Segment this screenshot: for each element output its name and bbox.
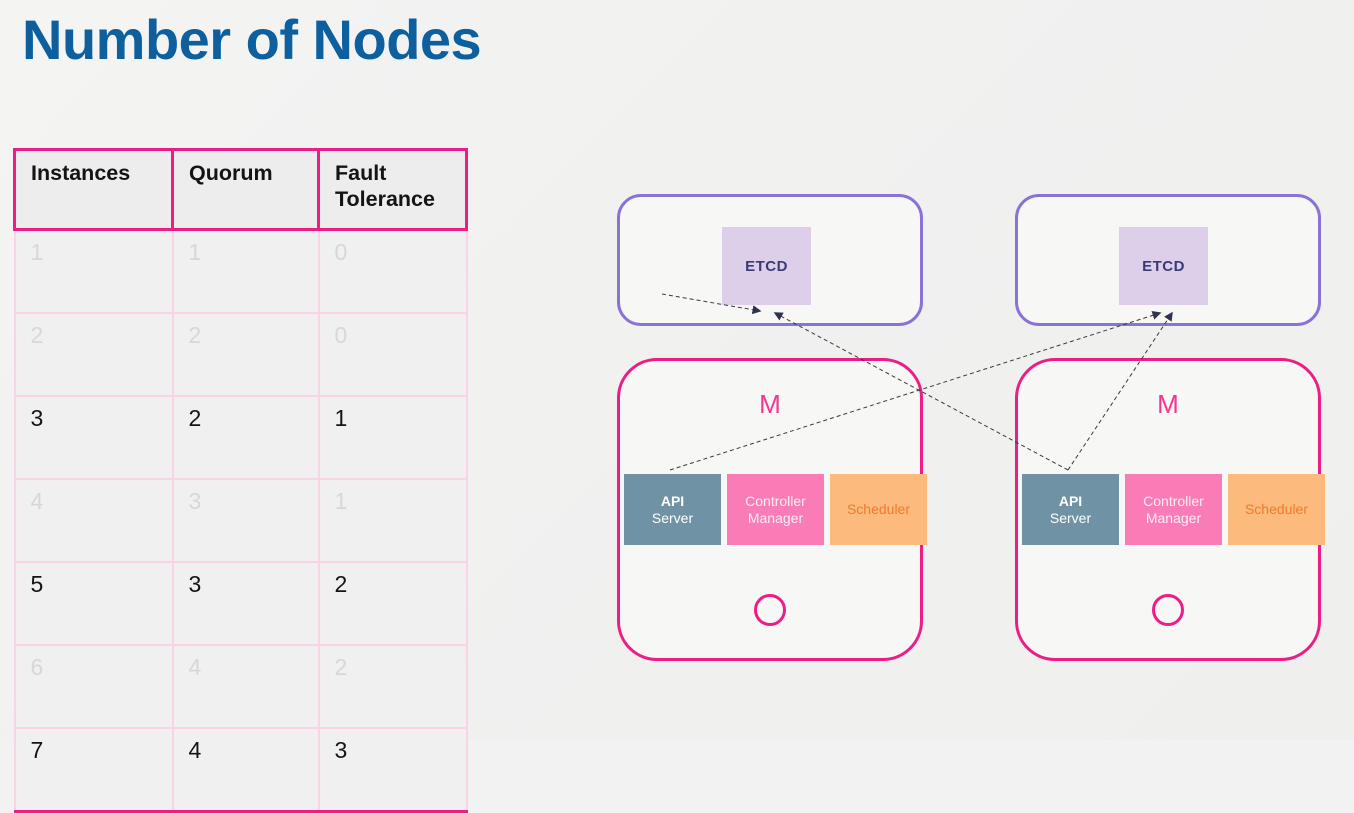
etcd-box-right: ETCD	[1119, 227, 1208, 305]
cell-fault-tolerance: 1	[317, 395, 468, 479]
column-header-fault-tolerance: Fault Tolerance	[317, 148, 468, 231]
controller-manager-line1: Controller	[745, 492, 806, 509]
quorum-table: Instances Quorum Fault Tolerance 1 1 0 2…	[13, 148, 468, 813]
cell-instances: 7	[13, 727, 173, 813]
cell-quorum: 3	[171, 561, 319, 645]
cell-instances: 4	[13, 478, 173, 562]
cell-fault-tolerance: 3	[317, 727, 468, 813]
control-plane-components-left: API Server Controller Manager Scheduler	[624, 474, 927, 545]
cell-quorum: 3	[171, 478, 319, 562]
api-server-line1: API	[660, 492, 685, 509]
table-header-row: Instances Quorum Fault Tolerance	[13, 148, 468, 231]
cell-fault-tolerance: 2	[317, 644, 468, 728]
controller-manager-line2: Manager	[1145, 509, 1202, 526]
controller-manager-box: Controller Manager	[727, 474, 824, 545]
table-row: 6 4 2	[13, 644, 468, 728]
scheduler-box: Scheduler	[1228, 474, 1325, 545]
column-header-quorum: Quorum	[171, 148, 319, 231]
table-row-highlighted: 3 2 1	[13, 395, 468, 479]
cell-instances: 5	[13, 561, 173, 645]
api-server-box: API Server	[624, 474, 721, 545]
table-row: 2 2 0	[13, 312, 468, 396]
cell-quorum: 2	[171, 312, 319, 396]
api-server-line2: Server	[1049, 509, 1092, 526]
table-row-highlighted: 7 4 3	[13, 727, 468, 813]
cell-instances: 2	[13, 312, 173, 396]
api-server-line1: API	[1058, 492, 1083, 509]
master-label: M	[1157, 389, 1179, 419]
ha-control-plane-diagram: M API Server Controller Manager Schedule…	[600, 180, 1340, 680]
cell-fault-tolerance: 0	[317, 228, 468, 313]
column-header-instances: Instances	[13, 148, 173, 231]
cell-fault-tolerance: 2	[317, 561, 468, 645]
cell-instances: 6	[13, 644, 173, 728]
node-circle-icon	[1152, 594, 1184, 626]
table-row: 4 3 1	[13, 478, 468, 562]
page-title: Number of Nodes	[22, 8, 482, 71]
node-circle-icon	[754, 594, 786, 626]
control-plane-components-right: API Server Controller Manager Scheduler	[1022, 474, 1325, 545]
controller-manager-line1: Controller	[1143, 492, 1204, 509]
cell-fault-tolerance: 0	[317, 312, 468, 396]
table-row: 1 1 0	[13, 228, 468, 313]
cell-fault-tolerance: 1	[317, 478, 468, 562]
cell-quorum: 4	[171, 644, 319, 728]
controller-manager-line2: Manager	[747, 509, 804, 526]
cell-quorum: 4	[171, 727, 319, 813]
cell-instances: 3	[13, 395, 173, 479]
master-node-left: M API Server Controller Manager Schedule…	[617, 358, 927, 661]
api-server-line2: Server	[651, 509, 694, 526]
master-node-right: M API Server Controller Manager Schedule…	[1015, 358, 1325, 661]
cell-quorum: 2	[171, 395, 319, 479]
master-label: M	[759, 389, 781, 419]
scheduler-line1: Scheduler	[846, 501, 911, 518]
api-server-box: API Server	[1022, 474, 1119, 545]
scheduler-line1: Scheduler	[1244, 501, 1309, 518]
table-body: 1 1 0 2 2 0 3 2 1 4 3 1 5 3 2 6 4 2	[13, 228, 468, 813]
controller-manager-box: Controller Manager	[1125, 474, 1222, 545]
cell-instances: 1	[13, 228, 173, 313]
scheduler-box: Scheduler	[830, 474, 927, 545]
table-row-highlighted: 5 3 2	[13, 561, 468, 645]
cell-quorum: 1	[171, 228, 319, 313]
table-header: Instances Quorum Fault Tolerance	[13, 148, 468, 231]
etcd-box-left: ETCD	[722, 227, 811, 305]
